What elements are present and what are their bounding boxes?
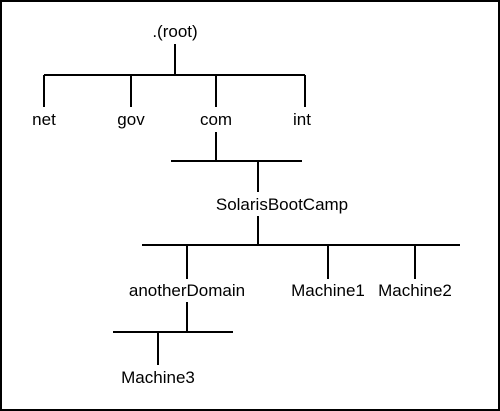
node-label-com: com <box>200 110 232 129</box>
node-label-anotherdomain: anotherDomain <box>129 281 245 300</box>
node-label-net: net <box>32 110 56 129</box>
node-label-solarisbootcamp: SolarisBootCamp <box>216 195 348 214</box>
connector-lines <box>43 44 460 365</box>
root-label: .(root) <box>152 22 197 41</box>
node-label-gov: gov <box>117 110 145 129</box>
node-label-machine1: Machine1 <box>291 281 365 300</box>
node-label-int: int <box>293 110 311 129</box>
node-label-machine3: Machine3 <box>121 368 195 387</box>
node-label-machine2: Machine2 <box>378 281 452 300</box>
